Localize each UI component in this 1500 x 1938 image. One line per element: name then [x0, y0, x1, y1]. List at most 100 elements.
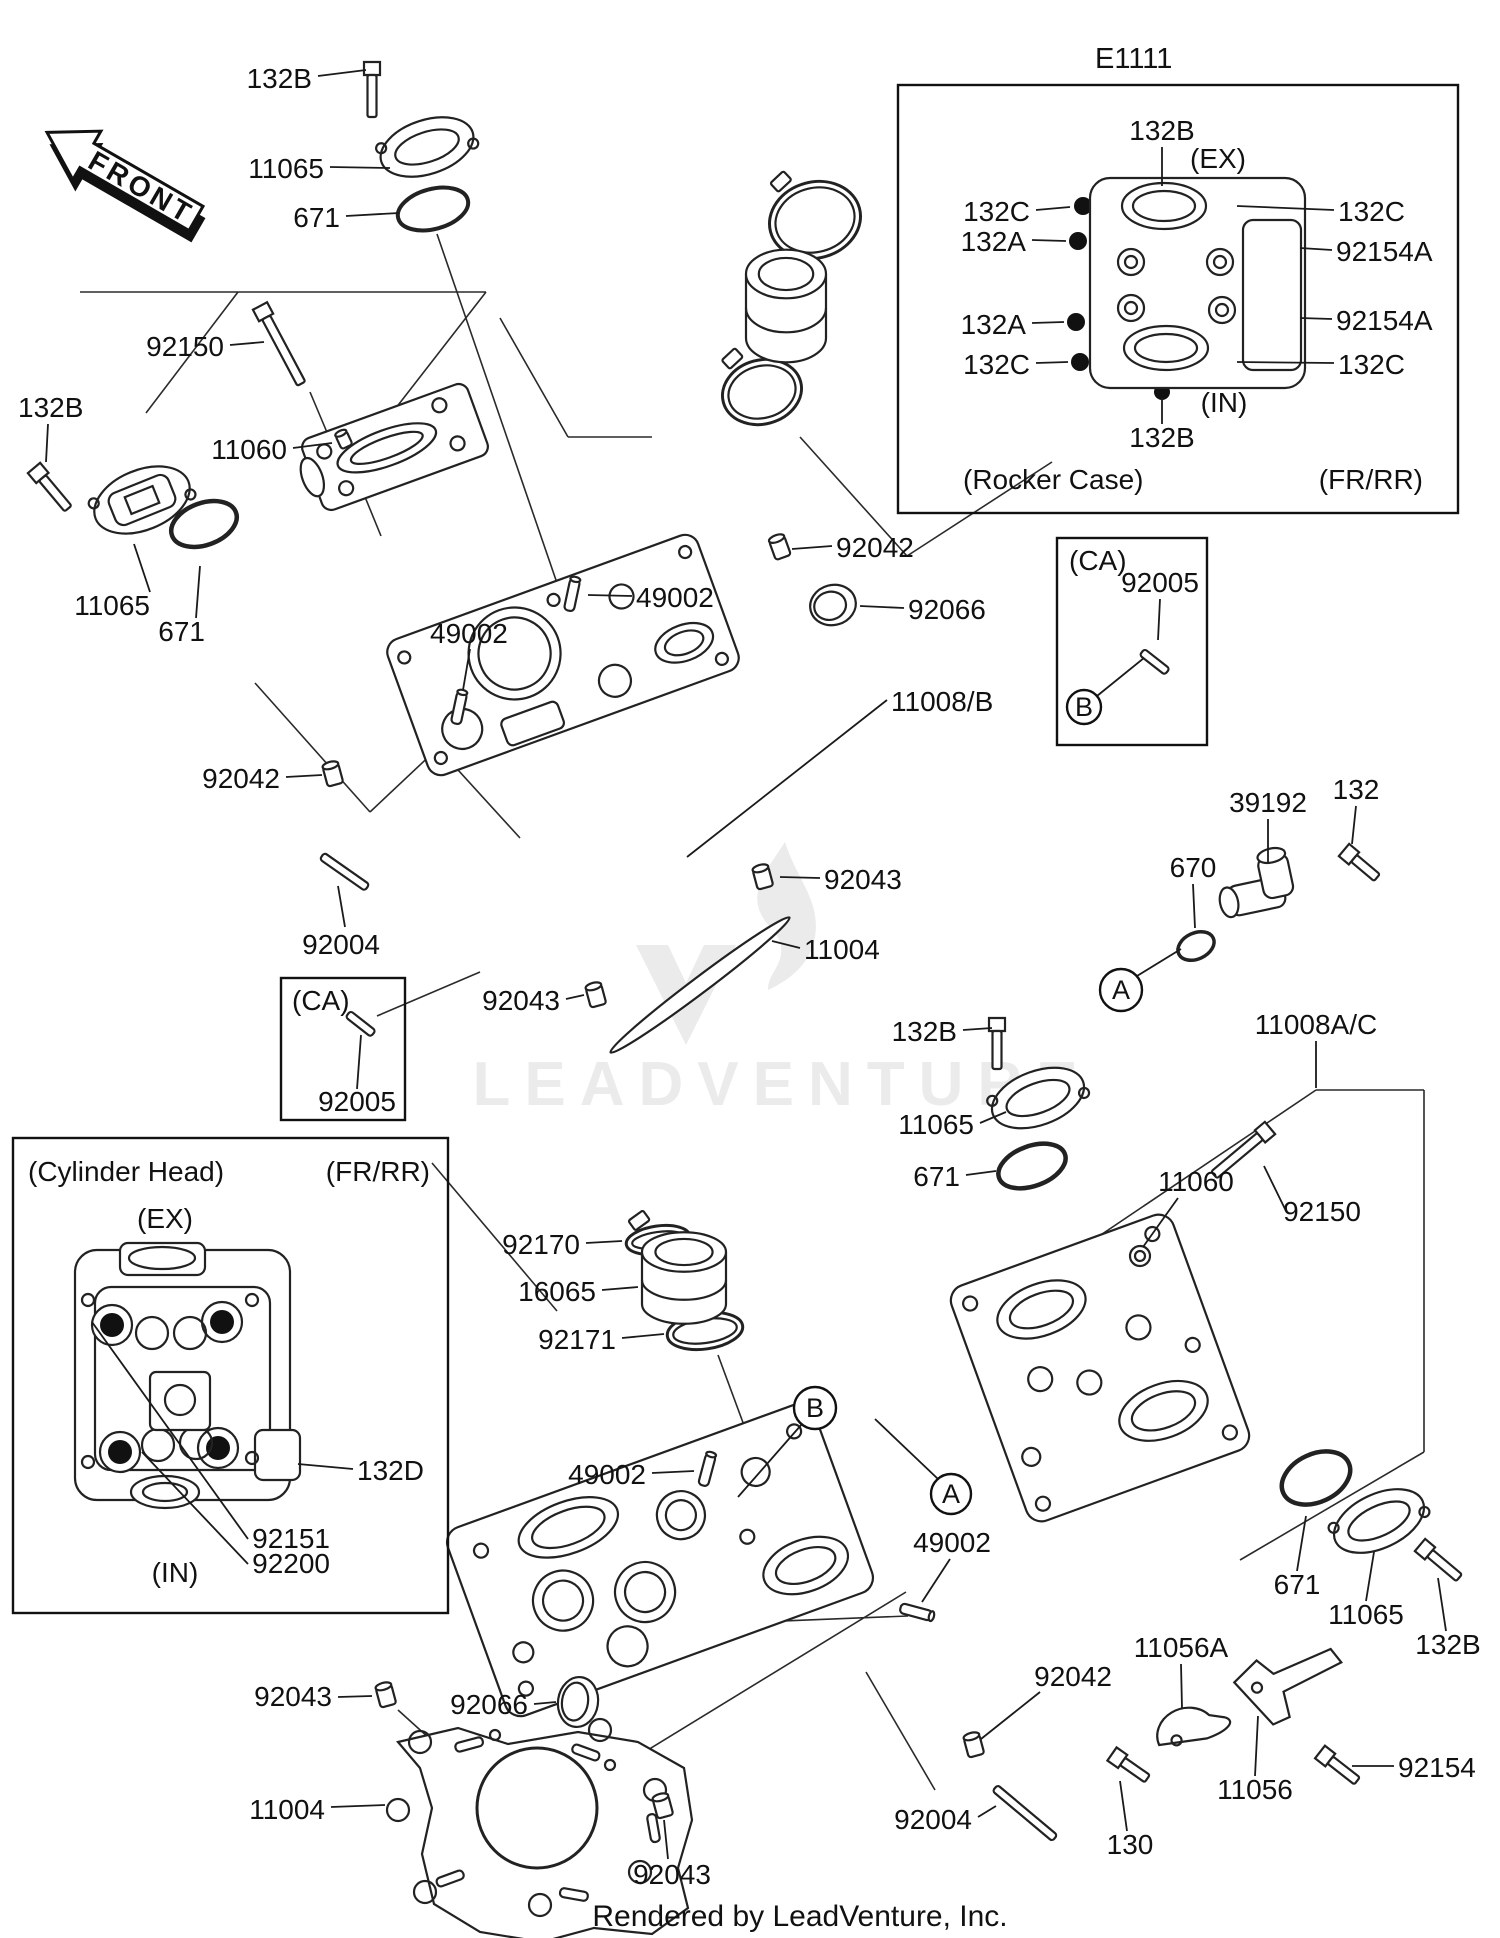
part-cover: [986, 1066, 1091, 1130]
part-label-671[interactable]: 671: [293, 202, 340, 233]
part-label-671[interactable]: 671: [913, 1161, 960, 1192]
part-label-132[interactable]: 132: [1333, 774, 1380, 805]
part-label-92170[interactable]: 92170: [502, 1229, 580, 1260]
part-label-92043[interactable]: 92043: [824, 864, 902, 895]
part-label-92150[interactable]: 92150: [1283, 1196, 1361, 1227]
part-label-132B[interactable]: 132B: [1129, 115, 1194, 146]
part-label-132C[interactable]: 132C: [963, 196, 1030, 227]
part-guide: [697, 1450, 718, 1487]
leader-line: [962, 1027, 993, 1031]
part-pin: [374, 1681, 397, 1709]
part-label-92043[interactable]: 92043: [482, 985, 560, 1016]
part-label-49002[interactable]: 49002: [568, 1459, 646, 1490]
part-label-16065[interactable]: 16065: [518, 1276, 596, 1307]
part-label-92004[interactable]: 92004: [302, 929, 380, 960]
part-label-92066[interactable]: 92066: [450, 1689, 528, 1720]
part-label-92005[interactable]: 92005: [1121, 567, 1199, 598]
part-label-132C[interactable]: 132C: [963, 349, 1030, 380]
view-marker-A[interactable]: A: [874, 1418, 973, 1516]
leader-line: [533, 1701, 557, 1705]
part-label-11065[interactable]: 11065: [1328, 1599, 1404, 1630]
part-bolt: [1413, 1537, 1463, 1582]
rocker-frrr-label: (FR/RR): [1319, 464, 1423, 495]
leader-line: [337, 1695, 373, 1698]
part-label-132A[interactable]: 132A: [961, 309, 1027, 340]
part-label-92042[interactable]: 92042: [202, 763, 280, 794]
part-pin: [651, 1792, 674, 1820]
part-label-11004[interactable]: 11004: [804, 934, 880, 965]
part-label-92066[interactable]: 92066: [908, 594, 986, 625]
part-label-132D[interactable]: 132D: [357, 1455, 424, 1486]
leader-line: [1296, 1515, 1307, 1572]
leader-line: [1351, 805, 1357, 845]
part-label-92043[interactable]: 92043: [633, 1859, 711, 1890]
part-label-49002[interactable]: 49002: [636, 582, 714, 613]
leader-line: [317, 69, 367, 77]
part-pin: [321, 760, 344, 788]
part-label-11060[interactable]: 11060: [211, 434, 287, 465]
part-label-11060[interactable]: 11060: [1158, 1166, 1234, 1197]
view-marker-B[interactable]: B: [1065, 657, 1145, 726]
construction-line: [436, 233, 558, 584]
part-label-92043[interactable]: 92043: [254, 1681, 332, 1712]
leader-line: [565, 994, 585, 1000]
part-label-11008/B[interactable]: 11008/B: [891, 686, 993, 717]
part-label-132C[interactable]: 132C: [1338, 196, 1405, 227]
part-label-92154A[interactable]: 92154A: [1336, 305, 1433, 336]
part-label-92042[interactable]: 92042: [836, 532, 914, 563]
part-label-132B[interactable]: 132B: [892, 1016, 957, 1047]
leader-line: [1263, 1165, 1287, 1212]
view-marker-A[interactable]: A: [1098, 948, 1182, 1013]
leader-line: [1035, 361, 1069, 364]
leader-line: [791, 545, 833, 550]
part-boot: [744, 248, 828, 364]
part-label-92154[interactable]: 92154: [1398, 1752, 1476, 1783]
part-label-132B[interactable]: 132B: [247, 63, 312, 94]
part-label-92171[interactable]: 92171: [538, 1324, 616, 1355]
construction-line: [717, 1354, 746, 1429]
part-label-132B[interactable]: 132B: [1129, 422, 1194, 453]
cylinder-head-title: (Cylinder Head): [28, 1156, 224, 1187]
leader-line: [601, 1286, 639, 1291]
construction-line: [799, 436, 908, 557]
part-label-92200[interactable]: 92200: [252, 1548, 330, 1579]
fastener-dot: [1069, 232, 1087, 250]
part-label-11065[interactable]: 11065: [248, 153, 324, 184]
part-label-132A[interactable]: 132A: [961, 226, 1027, 257]
part-label-11004[interactable]: 11004: [249, 1794, 325, 1825]
part-sliver: [609, 916, 791, 1054]
part-label-92005[interactable]: 92005: [318, 1086, 396, 1117]
part-label-132B[interactable]: 132B: [1415, 1629, 1480, 1660]
part-label-671[interactable]: 671: [158, 616, 205, 647]
part-label-39192[interactable]: 39192: [1229, 787, 1307, 818]
part-label-11065[interactable]: 11065: [898, 1109, 974, 1140]
part-label-49002[interactable]: 49002: [430, 618, 508, 649]
part-label-132B[interactable]: 132B: [18, 392, 83, 423]
part-label-11056A[interactable]: 11056A: [1134, 1632, 1229, 1663]
view-marker-B[interactable]: B: [737, 1385, 838, 1498]
part-label-92154A[interactable]: 92154A: [1336, 236, 1433, 267]
part-guide: [450, 688, 469, 726]
part-label-92151[interactable]: 92151: [252, 1523, 330, 1554]
part-label-11056[interactable]: 11056: [1217, 1774, 1293, 1805]
part-label-92004[interactable]: 92004: [894, 1804, 972, 1835]
part-label-11065[interactable]: 11065: [74, 590, 150, 621]
part-label-92150[interactable]: 92150: [146, 331, 224, 362]
part-label-11008A/C[interactable]: 11008A/C: [1255, 1009, 1377, 1040]
part-stud: [319, 852, 370, 891]
part-pin: [334, 428, 353, 450]
leader-line: [1254, 1715, 1259, 1777]
leader-line: [965, 1170, 997, 1176]
part-label-670[interactable]: 670: [1170, 852, 1217, 883]
part-label-92042[interactable]: 92042: [1034, 1661, 1112, 1692]
part-label-130[interactable]: 130: [1107, 1829, 1154, 1860]
page-code: E1111: [1095, 43, 1172, 75]
ca-box-right: [1055, 536, 1209, 747]
part-label-671[interactable]: 671: [1274, 1569, 1321, 1600]
part-label-49002[interactable]: 49002: [913, 1527, 991, 1558]
part-nut: [1128, 1244, 1152, 1268]
front-arrow-body: [44, 129, 206, 233]
part-label-132C[interactable]: 132C: [1338, 349, 1405, 380]
